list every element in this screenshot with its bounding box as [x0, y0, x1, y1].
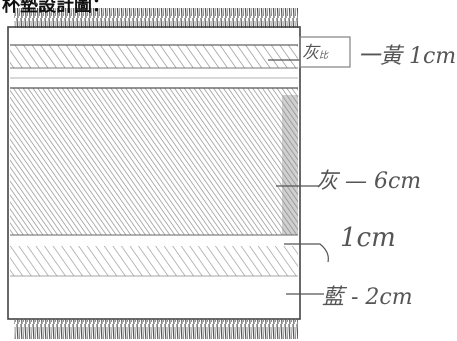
- top-grey-stripe: [10, 45, 298, 68]
- top-fringe: [14, 8, 298, 28]
- bottom-blue-stripe: [10, 246, 298, 276]
- grey-label-box: [299, 36, 351, 68]
- grey-label-text: 灰: [302, 43, 319, 63]
- grey-6cm-label: 灰 — 6cm: [316, 169, 422, 194]
- bottom-fringe: [14, 319, 298, 339]
- grey-label-tiny: 比: [319, 51, 329, 61]
- main-grey-block: [10, 88, 298, 235]
- page-title: 杯墊設計圖：: [2, 0, 110, 16]
- white-gap-1cm: [10, 236, 298, 246]
- gap-1cm-label: 1cm: [340, 223, 396, 253]
- grey-label: 灰比: [302, 38, 328, 63]
- leader-1cm: [284, 243, 329, 263]
- yellow-1cm-label: 一黃 1cm: [358, 44, 457, 69]
- blue-2cm-label: 藍 - 2cm: [322, 285, 413, 310]
